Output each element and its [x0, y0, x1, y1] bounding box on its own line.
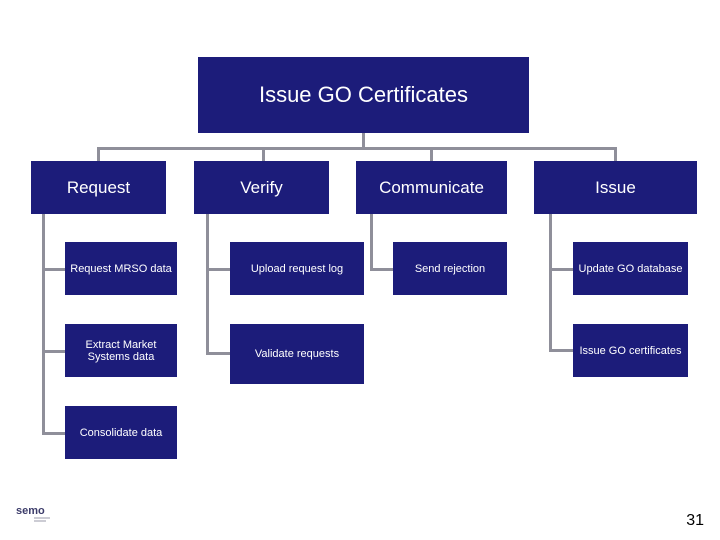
connector-verify-vertical: [206, 214, 209, 355]
leaf-issue-go-certificates: Issue GO certificates: [573, 324, 688, 377]
connector-request-h3: [42, 432, 65, 435]
leaf-update-go-database: Update GO database: [573, 242, 688, 295]
leaf-consolidate-data: Consolidate data: [65, 406, 177, 459]
branch-verify: Verify: [194, 161, 329, 214]
connector-request-h1: [42, 268, 65, 271]
leaf-extract-market-systems-data: Extract Market Systems data: [65, 324, 177, 377]
connector-issue-h2: [549, 349, 573, 352]
semo-logo: semo: [16, 505, 50, 522]
connector-communicate-h1: [370, 268, 393, 271]
branch-communicate: Communicate: [356, 161, 507, 214]
connector-communicate-drop: [430, 147, 433, 161]
connector-root-stem: [362, 133, 365, 148]
connector-request-vertical: [42, 214, 45, 435]
connector-communicate-vertical: [370, 214, 373, 271]
branch-issue: Issue: [534, 161, 697, 214]
leaf-validate-requests: Validate requests: [230, 324, 364, 384]
connector-request-drop: [97, 147, 100, 161]
connector-verify-h2: [206, 352, 230, 355]
connector-verify-drop: [262, 147, 265, 161]
connector-issue-drop: [614, 147, 617, 161]
connector-issue-h1: [549, 268, 573, 271]
connector-verify-h1: [206, 268, 230, 271]
connector-request-h2: [42, 350, 65, 353]
leaf-send-rejection: Send rejection: [393, 242, 507, 295]
branch-request: Request: [31, 161, 166, 214]
svg-text:semo: semo: [16, 505, 45, 517]
connector-issue-vertical: [549, 214, 552, 352]
root-node: Issue GO Certificates: [198, 57, 529, 133]
leaf-upload-request-log: Upload request log: [230, 242, 364, 295]
page-number: 31: [686, 512, 704, 529]
connector-horizontal-bar: [97, 147, 617, 150]
leaf-request-mrso-data: Request MRSO data: [65, 242, 177, 295]
